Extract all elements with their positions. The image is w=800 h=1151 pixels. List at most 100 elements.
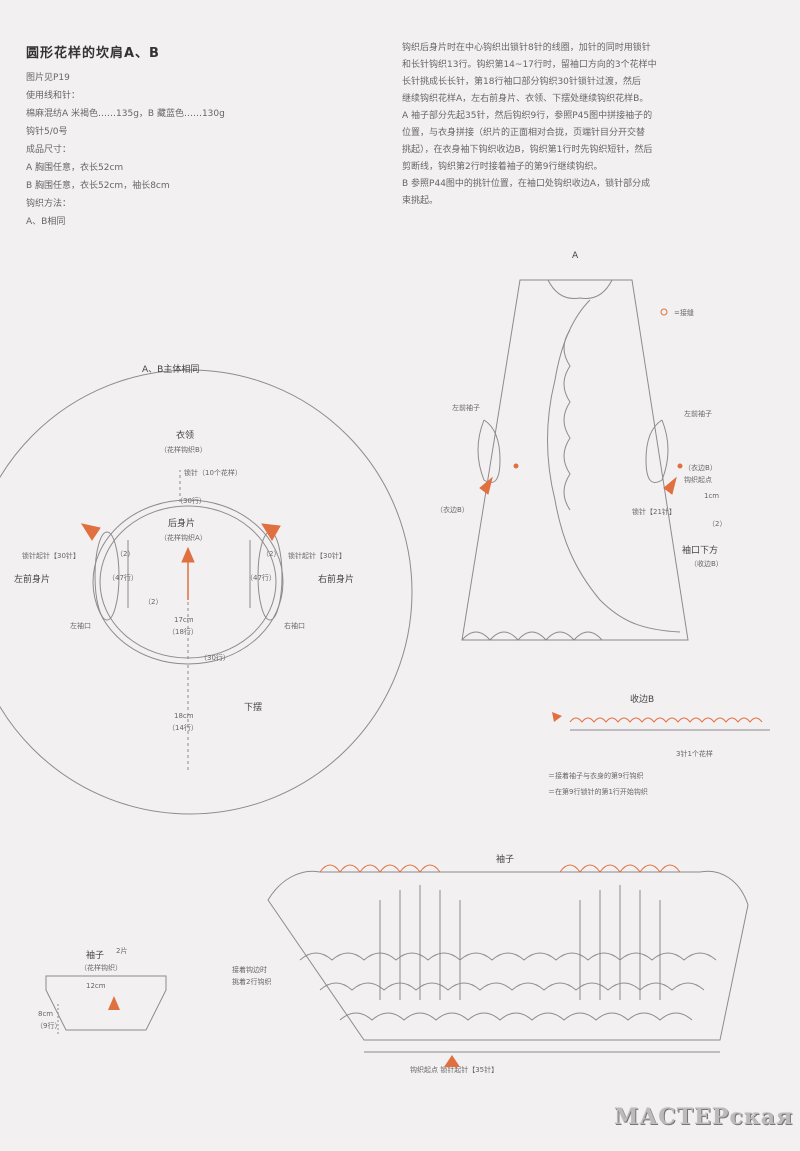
small-sleeve-sub: 2片 <box>116 946 127 955</box>
right-chain: 锁针起针【30针】 <box>288 551 346 560</box>
right-join-arrow-icon <box>663 476 677 495</box>
instruction-line: 位置，与衣身拼接（织片的正面相对合拢，页端针目分开交替 <box>402 128 646 138</box>
instruction-line: 钩织后身片时在中心钩织出锁针8针的线圈，加针的同时用锁针 <box>402 43 651 53</box>
one-cm: 1cm <box>704 492 719 500</box>
inner-ellipse <box>92 499 284 665</box>
hem-rows-2: （14行） <box>168 723 198 732</box>
hem-scallops <box>461 631 603 641</box>
collar-rows: （30行） <box>176 496 206 505</box>
up-arrow-icon <box>181 546 195 563</box>
back-pattern: （花样钩织A） <box>160 533 207 542</box>
pattern-title: 圆形花样的坎肩A、B <box>26 46 160 61</box>
edge-b-count: 3针1个花样 <box>676 749 713 758</box>
dot-icon <box>513 463 519 469</box>
vest-neck <box>547 279 613 299</box>
sleeve-chart-labels: 袖子 接着钩边时 挑着2行钩织 钩织起点 锁针起针【35针】 <box>232 853 514 1074</box>
hem-label: 下摆 <box>244 701 262 713</box>
vest-accents <box>479 308 683 495</box>
back-label: 后身片 <box>168 517 195 529</box>
instruction-line: 剪断线，钩织第2行时接着袖子的第9行继续钩织。 <box>402 162 603 172</box>
small-up-arrow-icon <box>108 996 120 1010</box>
info-line: 使用线和针： <box>26 91 81 101</box>
small-sleeve-width: 12cm <box>86 982 106 990</box>
edge-b-note-2: ＝在第9行锁针的第1行开始钩织 <box>548 787 648 796</box>
collar-label: 衣领 <box>176 429 194 441</box>
small-sleeve-title: 袖子 <box>86 949 104 961</box>
sleeve-mesh-3 <box>339 1012 693 1021</box>
info-line: 成品尺寸： <box>26 145 72 155</box>
instruction-line: A 袖子部分先起35针，然后钩织9行，参照P45图中拼接袖子的 <box>402 111 653 121</box>
instruction-line: 长针挑成长长针，第18行袖口部分钩织30针锁针过渡，然后 <box>402 77 641 87</box>
watermark: МАСТЕРская <box>614 1104 794 1130</box>
left-small-2: （2） <box>144 598 162 606</box>
sleeve-chart-outline <box>267 870 749 1041</box>
sleeve-top-scallops <box>319 864 681 873</box>
left-sleeve-shape <box>477 419 501 483</box>
vest-labels: A =接缝 左前袖子 左前袖子 （衣边B） （衣边B） 钩织起点 1cm （2）… <box>436 251 726 568</box>
small-sleeve-outline <box>45 975 167 1031</box>
small-sleeve-rows: （9行） <box>36 1021 61 1030</box>
sleeve-join-note-2: 挑着2行钩织 <box>232 977 271 986</box>
under-sleeve-sub: （收边B） <box>690 559 723 568</box>
left-armhole-label: 左袖口 <box>70 621 91 630</box>
info-line: 钩针5/0号 <box>26 127 68 137</box>
under-sleeve: 袖口下方 <box>682 544 718 556</box>
right-sleeve-shape <box>645 419 669 483</box>
small-sleeve-pattern: （花样钩织） <box>80 963 122 972</box>
right-small: （2） <box>262 550 280 558</box>
left-armhole-shape <box>94 531 120 621</box>
instruction-line: 继续钩织花样A，左右前身片、衣领、下摆处继续钩织花样B。 <box>402 94 649 104</box>
edge-b-title: 收边B <box>630 693 654 705</box>
right-rows: （47行） <box>246 573 276 582</box>
right-front-label: 右前身片 <box>318 573 354 585</box>
edge-left: （衣边B） <box>436 505 469 514</box>
circle-arrows <box>80 523 281 600</box>
start-arrow-icon <box>444 1055 460 1067</box>
info-line: A 胸围任意，衣长52cm <box>26 163 124 173</box>
dot-icon <box>677 463 683 469</box>
circle-diagram <box>0 369 413 815</box>
edge-b-arrow-icon <box>552 712 562 722</box>
left-front-label: 左前身片 <box>14 573 50 585</box>
rows-21: （2） <box>708 520 726 528</box>
circle-labels: A、B主体相同 衣领 （花样钩织B） 锁针（10个花样） （30行） 后身片 （… <box>14 363 354 732</box>
center-cm: 17cm <box>174 616 194 624</box>
center-rows: （18行） <box>168 627 198 636</box>
small-sleeve <box>45 975 167 1034</box>
join-legend-icon <box>660 308 668 316</box>
edge-right: （衣边B） <box>684 463 717 472</box>
sleeve-mesh-1 <box>299 952 717 961</box>
info-line: 棉麻混纺A 米褐色……135g，B 藏蓝色……130g <box>26 109 225 119</box>
left-sleeve-label: 左前袖子 <box>452 403 480 412</box>
left-chain: 锁针起针【30针】 <box>22 551 80 560</box>
front-opening <box>547 299 681 633</box>
collar-pattern: （花样钩织B） <box>160 445 207 454</box>
info-line: 钩织方法： <box>26 199 72 209</box>
front-scallops <box>563 329 571 511</box>
edge-b-stitches <box>569 717 763 723</box>
sleeve-chart <box>267 864 749 1053</box>
sleeve-mesh-2 <box>319 982 705 991</box>
left-rows: （47行） <box>108 573 138 582</box>
info-line: 图片见P19 <box>26 73 70 83</box>
circle-heading: A、B主体相同 <box>142 363 199 375</box>
info-line: B 胸围任意，衣长52cm，袖长8cm <box>26 181 170 191</box>
sleeve-join-note: 接着钩边时 <box>232 965 267 974</box>
hem-cm: 18cm <box>174 712 194 720</box>
small-sleeve-height: 8cm <box>38 1010 53 1018</box>
pattern-info: 圆形花样的坎肩A、B 图片见P19 使用线和针： 棉麻混纺A 米褐色……135g… <box>26 42 366 231</box>
left-arrow-icon <box>80 523 101 541</box>
sleeve-fan-lines <box>379 885 661 1000</box>
sleeve-chart-title: 袖子 <box>496 853 514 865</box>
vest-outline <box>461 279 689 641</box>
chain-21: 锁针【21针】 <box>632 507 676 516</box>
right-armhole-label: 右袖口 <box>284 621 305 630</box>
hem-rows: （30行） <box>200 653 230 662</box>
collar-chain: 锁针（10个花样） <box>184 468 242 477</box>
instruction-line: 挑起），在衣身袖下钩织收边B，钩织第1行时先钩织短针，然后 <box>402 145 653 155</box>
right-arrow-icon <box>261 523 281 541</box>
start-point: 钩织起点 <box>684 475 712 484</box>
instruction-line: 束挑起。 <box>402 196 439 206</box>
left-join-arrow-icon <box>479 476 493 495</box>
